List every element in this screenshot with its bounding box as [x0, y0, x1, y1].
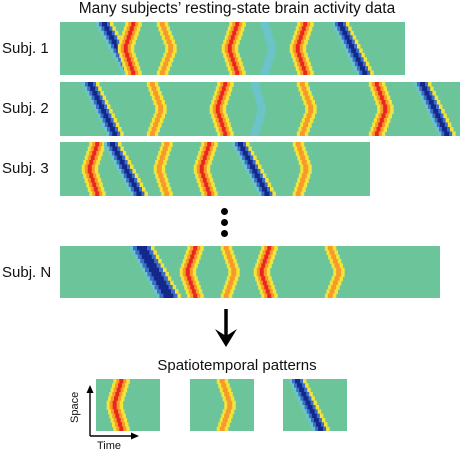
subject-2-activity-map [60, 82, 460, 136]
pattern-thumbnail-3 [283, 379, 347, 431]
axes-arrows-icon [86, 385, 139, 440]
subject-label-2: Subj. 2 [2, 100, 49, 117]
ellipsis-dot [221, 219, 228, 226]
down-arrow-icon [215, 309, 237, 347]
patterns-title: Spatiotemporal patterns [157, 357, 317, 374]
pattern-thumbnail-1 [96, 379, 160, 431]
subject-1-activity-map [60, 22, 405, 75]
subject-label-3: Subj. 3 [2, 160, 49, 177]
pattern-thumbnail-2 [190, 379, 254, 431]
figure-title: Many subjects’ resting-state brain activ… [78, 0, 396, 17]
time-axis-label: Time [97, 440, 122, 452]
subject-3-activity-map [60, 142, 370, 196]
subject-n-activity-map [60, 246, 440, 298]
subject-label-n: Subj. N [2, 264, 52, 281]
space-axis-label: Space [69, 391, 81, 423]
ellipsis-dot [221, 230, 228, 237]
subject-label-1: Subj. 1 [2, 40, 49, 57]
ellipsis-dot [221, 208, 228, 215]
